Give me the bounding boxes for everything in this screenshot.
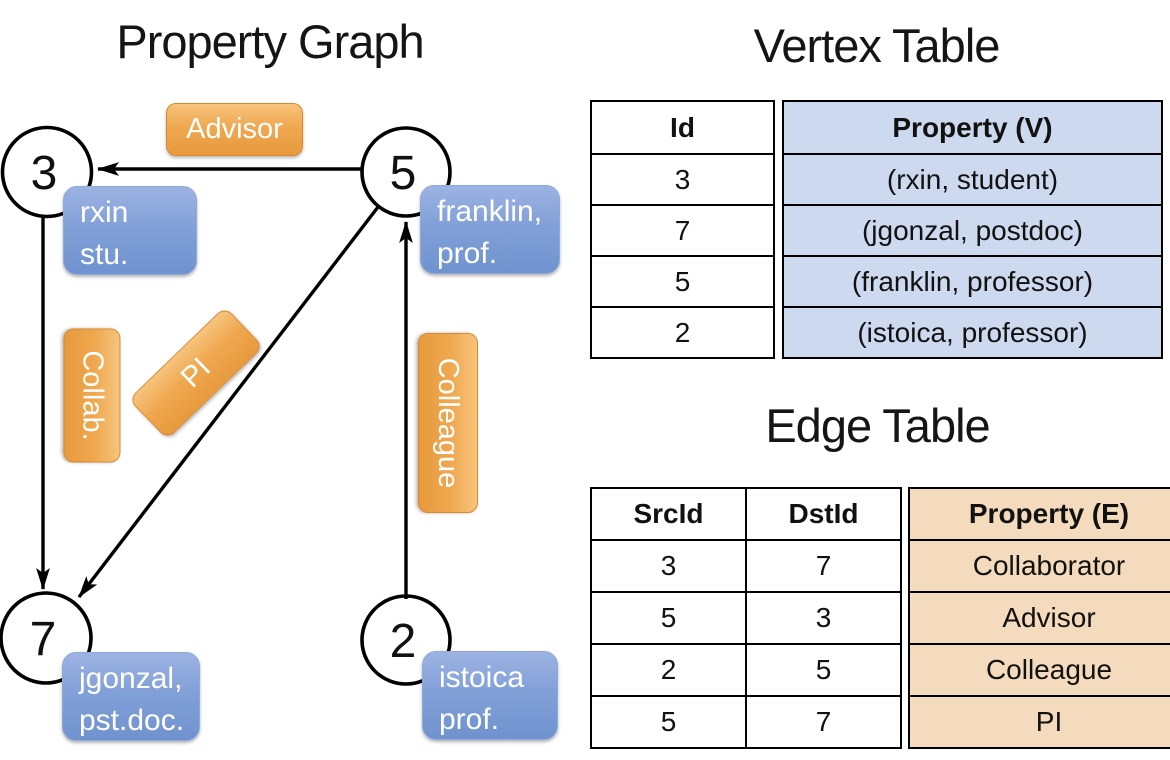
- edge-table-cell-dst: 7: [745, 695, 902, 749]
- edge-table-cell-src: 2: [590, 643, 747, 697]
- vertex-table-id-column: Id 3 7 5 2: [590, 100, 775, 359]
- node-5-id: 5: [390, 147, 417, 200]
- vertex-prop-label-5-line2: prof.: [437, 237, 498, 270]
- edge-table-cell-property: Colleague: [908, 643, 1170, 697]
- edge-table-property-column: Property (E) Collaborator Advisor Collea…: [908, 487, 1170, 749]
- edge-table-cell-dst: 5: [745, 643, 902, 697]
- edge-label-collab: Collab.: [63, 328, 121, 463]
- vertex-table-title: Vertex Table: [753, 19, 1001, 72]
- node-7-id: 7: [30, 613, 57, 666]
- vertex-prop-label-7-line2: pst.doc.: [79, 704, 185, 737]
- vertex-table-cell-property: (rxin, student): [782, 153, 1163, 206]
- vertex-table-header-property: Property (V): [782, 100, 1163, 155]
- edge-label-advisor: Advisor: [166, 103, 303, 156]
- edge-table-header-property: Property (E): [908, 487, 1170, 541]
- edge-table-src-dst-columns: SrcId DstId 3 7 5 3 2 5 5 7: [590, 487, 902, 749]
- vertex-prop-label-2-line2: prof.: [439, 703, 500, 736]
- edge-table-header-srcid: SrcId: [590, 487, 747, 541]
- vertex-table-header-id: Id: [590, 100, 775, 155]
- vertex-prop-label-5: franklin, prof.: [420, 185, 560, 274]
- vertex-prop-label-7-line1: jgonzal,: [79, 662, 183, 695]
- vertex-prop-label-2: istoica prof.: [422, 651, 558, 740]
- vertex-table-property-column: Property (V) (rxin, student) (jgonzal, p…: [782, 100, 1163, 359]
- vertex-table-cell-property: (jgonzal, postdoc): [782, 204, 1163, 257]
- edge-table-cell-src: 5: [590, 591, 747, 645]
- vertex-table-cell-id: 5: [590, 255, 775, 308]
- vertex-table: Id 3 7 5 2 Property (V) (rxin, student) …: [590, 100, 1163, 359]
- vertex-table-cell-id: 2: [590, 306, 775, 359]
- vertex-prop-label-3-line2: stu.: [80, 238, 129, 271]
- edge-5-to-7-pi-arrow: [77, 205, 380, 599]
- edge-table-title: Edge Table: [765, 399, 990, 452]
- edge-table-cell-src: 3: [590, 539, 747, 593]
- edge-label-colleague: Colleague: [418, 333, 478, 513]
- vertex-prop-label-2-line1: istoica: [439, 661, 525, 694]
- edge-table-cell-property: Advisor: [908, 591, 1170, 645]
- edge-table: SrcId DstId 3 7 5 3 2 5 5 7 Property (E)…: [590, 487, 1170, 749]
- edge-table-cell-dst: 3: [745, 591, 902, 645]
- vertex-prop-label-3: rxin stu.: [63, 186, 197, 275]
- vertex-table-cell-id: 3: [590, 153, 775, 206]
- vertex-table-cell-id: 7: [590, 204, 775, 257]
- edge-table-cell-property: PI: [908, 695, 1170, 749]
- vertex-prop-label-7: jgonzal, pst.doc.: [62, 652, 200, 741]
- vertex-table-cell-property: (franklin, professor): [782, 255, 1163, 308]
- edge-table-cell-property: Collaborator: [908, 539, 1170, 593]
- property-graph-title: Property Graph: [116, 15, 424, 68]
- edge-table-cell-dst: 7: [745, 539, 902, 593]
- vertex-prop-label-3-line1: rxin: [80, 196, 129, 229]
- node-2-id: 2: [390, 615, 417, 668]
- vertex-table-cell-property: (istoica, professor): [782, 306, 1163, 359]
- node-3-id: 3: [31, 147, 58, 200]
- edge-table-cell-src: 5: [590, 695, 747, 749]
- vertex-prop-label-5-line1: franklin,: [437, 195, 543, 228]
- edge-table-header-dstid: DstId: [745, 487, 902, 541]
